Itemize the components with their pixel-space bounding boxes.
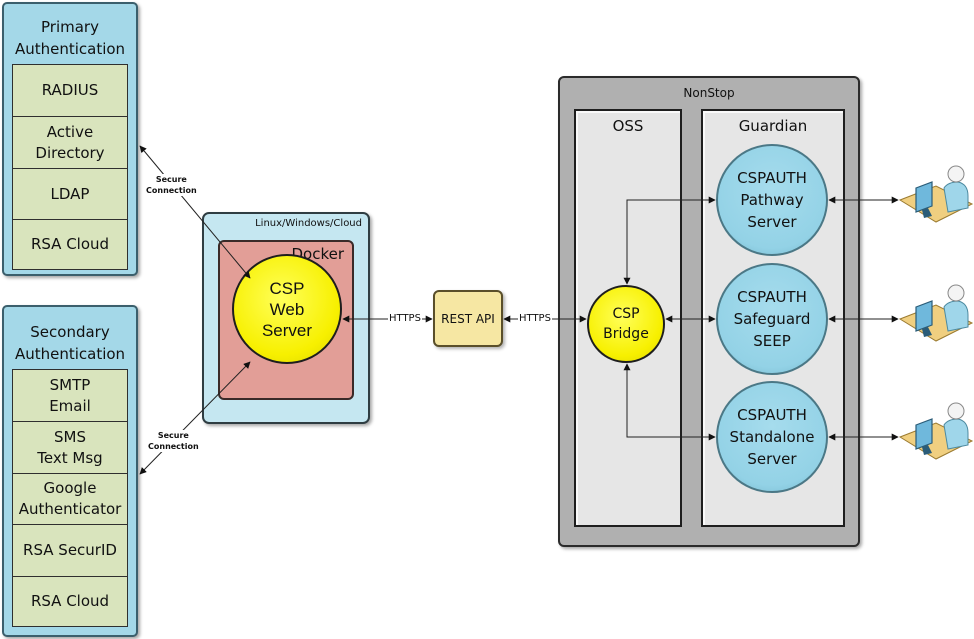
- cspauth-pathway-server-node: CSPAUTH Pathway Server: [716, 144, 828, 256]
- primary-authentication-panel: Primary Authentication RADIUS Active Dir…: [2, 2, 138, 276]
- primary-authentication-title: Primary Authentication: [14, 18, 126, 58]
- host-platform-label: Linux/Windows/Cloud: [255, 218, 362, 229]
- cspauth-standalone-server-node: CSPAUTH Standalone Server: [716, 381, 828, 493]
- secure-connection-bottom-label: Secure Connection: [148, 430, 199, 452]
- auth-item-active-directory: Active Directory: [13, 116, 127, 168]
- auth-item-smtp-email: SMTP Email: [49, 375, 91, 415]
- secure-connection-top-label: Secure Connection: [146, 174, 197, 196]
- auth-item-google-authenticator: Google Authenticator: [13, 473, 127, 524]
- secondary-authentication-list: SMTP Email SMS Text Msg Google Authentic…: [12, 369, 128, 627]
- csp-web-server-node: CSP Web Server: [232, 254, 342, 364]
- https-right-label: HTTPS: [518, 313, 552, 325]
- user-workstation-icon: [896, 281, 974, 351]
- auth-item-rsa-cloud: RSA Cloud: [13, 219, 127, 269]
- cspauth-safeguard-seep-node: CSPAUTH Safeguard SEEP: [716, 263, 828, 375]
- user-workstation-icon: [896, 162, 974, 232]
- rest-api-box: REST API: [433, 290, 503, 347]
- https-left-label: HTTPS: [388, 313, 422, 325]
- auth-item-sms-text: SMS Text Msg: [13, 421, 127, 473]
- auth-item-ldap: LDAP: [13, 168, 127, 219]
- oss-label: OSS: [612, 117, 644, 135]
- user-workstation-icon: [896, 399, 974, 469]
- auth-item-rsa-securid: RSA SecurID: [13, 524, 127, 576]
- auth-item-radius: RADIUS: [41, 81, 99, 99]
- secondary-authentication-title: Secondary Authentication: [14, 323, 126, 363]
- nonstop-label: NonStop: [683, 86, 735, 100]
- csp-bridge-node: CSP Bridge: [587, 285, 665, 363]
- secondary-authentication-panel: Secondary Authentication SMTP Email SMS …: [2, 305, 138, 637]
- auth-item-rsa-cloud: RSA Cloud: [13, 576, 127, 626]
- primary-authentication-list: RADIUS Active Directory LDAP RSA Cloud: [12, 64, 128, 270]
- guardian-label: Guardian: [738, 117, 808, 135]
